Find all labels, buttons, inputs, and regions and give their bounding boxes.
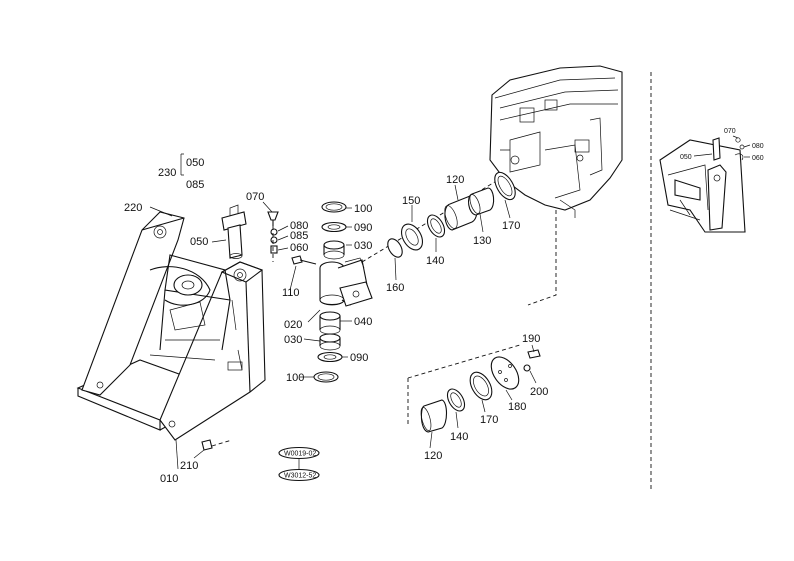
- pin-050: [221, 204, 247, 259]
- label-130: 130: [473, 235, 491, 247]
- ref-code-top: W0019-02: [284, 451, 316, 458]
- bushing-030-upper: [323, 240, 345, 260]
- part-085: [270, 236, 278, 244]
- bushing-040: [319, 311, 341, 335]
- ring-140-upper: [426, 214, 446, 238]
- grease-fitting-070: [267, 211, 279, 226]
- label-080: 080: [290, 220, 308, 232]
- cap-100-upper: [321, 201, 347, 213]
- label-230-085: 085: [186, 179, 204, 191]
- inset-pin-050: [712, 137, 721, 161]
- reference-codes: W0019-02 W3012-52: [278, 446, 320, 482]
- label-070: 070: [246, 191, 264, 203]
- inset-part-070: [735, 137, 741, 143]
- inset-frame-diagram: [659, 137, 746, 233]
- label-190: 190: [522, 333, 540, 345]
- label-050: 050: [190, 236, 208, 248]
- oring-160: [387, 238, 403, 258]
- label-110: 110: [282, 287, 300, 299]
- seal-170-lower: [469, 371, 493, 401]
- seal-150: [400, 223, 424, 251]
- washer-200: [523, 364, 531, 372]
- ref-code-bottom: W3012-52: [284, 473, 316, 480]
- trunnion-020: [319, 257, 373, 307]
- label-150: 150: [402, 195, 420, 207]
- label-230-050: 050: [186, 157, 204, 169]
- label-160: 160: [386, 282, 404, 294]
- inset-label-070: 070: [724, 128, 736, 135]
- bolt-110: [291, 255, 317, 265]
- label-020: 020: [284, 319, 302, 331]
- shim-090-upper: [321, 221, 347, 233]
- label-200: 200: [530, 386, 548, 398]
- shim-090-lower: [317, 351, 343, 363]
- label-170-lower: 170: [480, 414, 498, 426]
- label-180: 180: [508, 401, 526, 413]
- leader-lines: [149, 135, 751, 470]
- label-100-upper: 100: [354, 203, 372, 215]
- inset-label-060: 060: [752, 155, 764, 162]
- frame-bracket-010: [76, 211, 266, 441]
- label-100-lower: 100: [286, 372, 304, 384]
- label-230: 230: [158, 167, 176, 179]
- inset-label-080: 080: [752, 143, 764, 150]
- inset-label-050: 050: [680, 154, 692, 161]
- bushing-030-lower: [319, 333, 341, 351]
- label-140-lower: 140: [450, 431, 468, 443]
- cover-180: [490, 356, 520, 390]
- label-030-lower: 030: [284, 334, 302, 346]
- bushing-120-lower: [420, 399, 448, 433]
- label-170-upper: 170: [502, 220, 520, 232]
- inset-part-080: [739, 144, 745, 150]
- label-220: 220: [124, 202, 142, 214]
- seal-170-upper: [494, 171, 516, 201]
- axis-line-lower: [407, 344, 521, 379]
- bolt-190: [527, 349, 541, 359]
- part-080: [270, 228, 278, 236]
- inset-part-060: [734, 153, 744, 161]
- leader-housing: [527, 210, 557, 306]
- label-030-upper: 030: [354, 240, 372, 252]
- label-060: 060: [290, 242, 308, 254]
- label-085: 085: [290, 230, 308, 242]
- label-140-upper: 140: [426, 255, 444, 267]
- label-120-lower: 120: [424, 450, 442, 462]
- label-010: 010: [160, 473, 178, 485]
- label-040: 040: [354, 316, 372, 328]
- part-060: [270, 245, 278, 254]
- label-120-upper: 120: [446, 174, 464, 186]
- label-090-upper: 090: [354, 222, 372, 234]
- bolt-210: [201, 439, 233, 451]
- label-090-lower: 090: [350, 352, 368, 364]
- label-210: 210: [180, 460, 198, 472]
- bushing-130: [467, 187, 495, 216]
- ring-140-lower: [446, 388, 466, 412]
